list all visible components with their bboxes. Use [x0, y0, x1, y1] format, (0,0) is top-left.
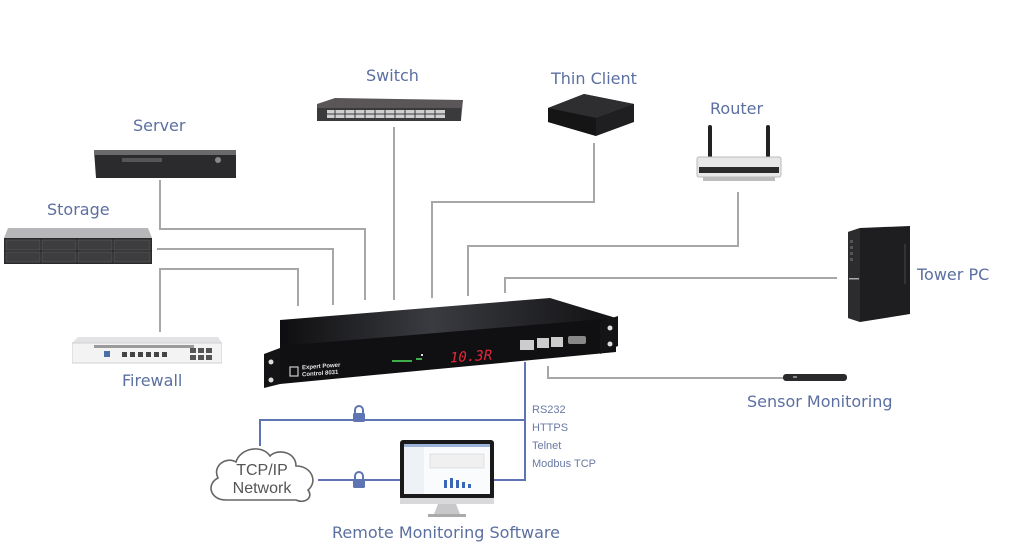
label-router: Router — [710, 99, 764, 118]
network-label: TCP/IP Network — [232, 462, 292, 497]
protocol-modbus: Modbus TCP — [532, 458, 596, 470]
label-thin-client: Thin Client — [551, 69, 637, 88]
padlock-icon — [353, 405, 365, 422]
label-server: Server — [133, 116, 186, 135]
label-storage: Storage — [47, 200, 110, 219]
protocol-https: HTTPS — [532, 422, 569, 434]
wire-network-up — [259, 362, 526, 446]
storage-device — [4, 228, 152, 264]
firewall-device — [72, 337, 222, 364]
wire-tower-pc — [504, 277, 837, 293]
label-remote-software: Remote Monitoring Software — [332, 523, 560, 542]
label-sensor: Sensor Monitoring — [747, 392, 893, 411]
server-device — [94, 150, 236, 178]
switch-device — [317, 98, 463, 121]
wire-sensor — [547, 366, 790, 379]
hub-display: 10.3R — [450, 347, 493, 367]
sensor-device — [783, 374, 847, 381]
hub-brand: Expert Power Control 8031 — [302, 362, 341, 379]
wire-server — [159, 180, 366, 300]
thin-client-device — [548, 94, 634, 136]
power-control-hub: Expert Power Control 8031 10.3R — [260, 292, 620, 392]
cloud-icon — [210, 448, 314, 503]
monitor-icon — [400, 440, 494, 517]
wire-router — [467, 192, 739, 296]
tower-pc-device — [848, 226, 910, 322]
wire-firewall — [159, 268, 299, 332]
wire-thin-client — [431, 143, 595, 298]
protocol-telnet: Telnet — [532, 440, 562, 452]
wire-software-right — [493, 420, 526, 481]
label-tower-pc: Tower PC — [917, 265, 990, 284]
protocol-list: RS232 HTTPS Telnet Modbus TCP — [532, 401, 596, 473]
padlock-icon — [353, 471, 365, 488]
wire-storage — [157, 248, 334, 305]
router-device — [696, 125, 782, 181]
label-firewall: Firewall — [122, 371, 183, 390]
protocol-rs232: RS232 — [532, 404, 566, 416]
label-switch: Switch — [366, 66, 419, 85]
